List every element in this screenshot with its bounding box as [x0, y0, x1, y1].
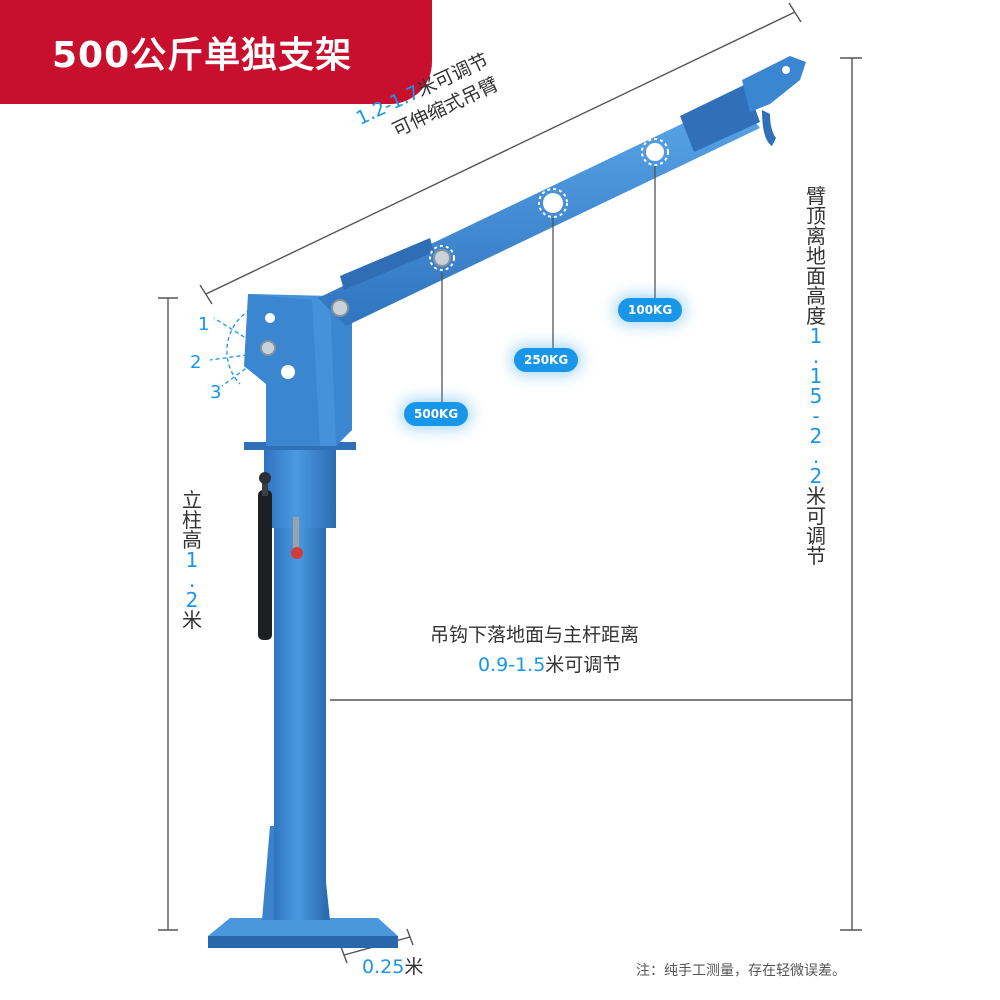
boom-tip: [742, 56, 806, 146]
load-badge-500kg: 500KG: [404, 402, 469, 426]
arm-length-dimension: [199, 2, 802, 305]
arm-height-prefix: 臂顶离地面高度: [806, 184, 826, 328]
measurement-note: 注：纯手工测量，存在轻微误差。: [636, 963, 846, 979]
arm-height-dimension: [840, 57, 862, 931]
arm-height-suffix: 米可调节: [806, 484, 826, 568]
reach-value: 0.9-1.5: [478, 654, 546, 676]
column-pin: [291, 517, 303, 559]
title-banner: 500公斤单独支架: [0, 0, 432, 104]
column-height-prefix: 立柱高: [182, 488, 202, 552]
boom-pin-2: [429, 245, 455, 271]
reach-label-line2: 0.9-1.5米可调节: [478, 656, 621, 675]
load-badge-250kg: 250KG: [514, 348, 579, 372]
reach-label-line1: 吊钩下落地面与主杆距离: [430, 624, 640, 646]
load-badge-100kg: 100KG: [618, 298, 683, 322]
base-width-unit: 米: [404, 956, 424, 978]
mast-head: [244, 294, 352, 446]
base-width-value: 0.25: [362, 956, 405, 978]
boom-pin-1: [331, 299, 349, 317]
angle-position-1: 1: [198, 314, 210, 335]
jack-handle: [258, 472, 272, 640]
column-height-suffix: 米: [182, 608, 202, 632]
load-drop-lines: [441, 166, 656, 402]
column-height-value: 1.2: [185, 548, 199, 612]
base-plate: [208, 918, 398, 948]
boom-hole-3: [641, 138, 669, 166]
boom-hole-2: [538, 188, 568, 218]
banner-title: 500公斤单独支架: [52, 35, 353, 76]
column-height-dimension: [158, 297, 178, 931]
angle-position-3: 3: [210, 382, 222, 403]
column-collar: [264, 446, 336, 528]
angle-position-2: 2: [190, 352, 202, 373]
base-width-label: 0.25米: [362, 958, 423, 977]
reach-suffix: 米可调节: [545, 654, 622, 676]
